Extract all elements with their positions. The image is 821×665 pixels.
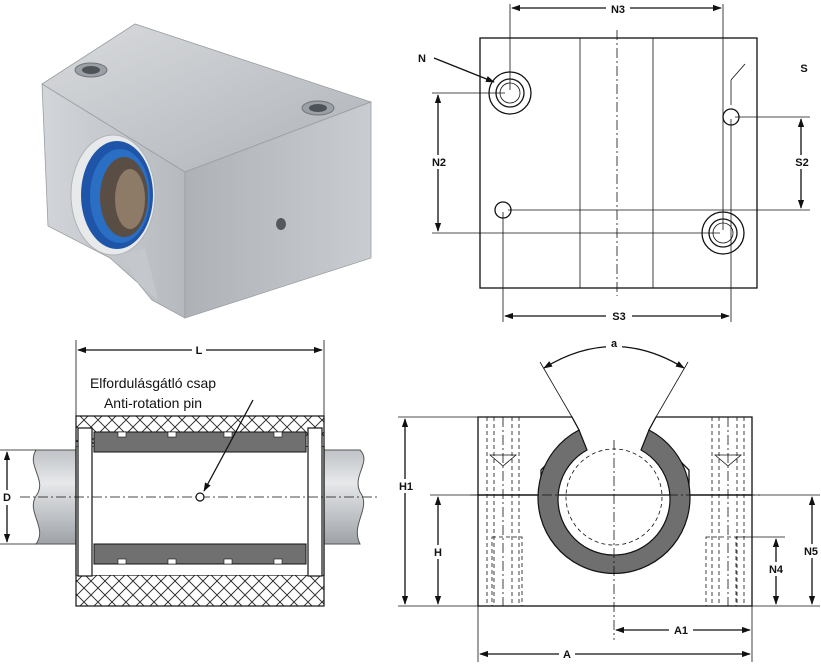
section-view: L D Elfordulásgátló csap Anti-rotation p… [0,340,380,607]
label-H: H [434,547,442,559]
label-N5: N5 [804,546,818,558]
label-N: N [418,53,426,65]
leader-pin [203,399,254,492]
side-hole-icon [276,218,286,230]
bushing-ring [537,429,691,575]
label-pin-en: Anti-rotation pin [104,395,202,411]
seal-left [77,427,93,577]
top-view: N3 N N2 S S2 S3 [418,2,811,323]
top-view-outline [479,37,758,289]
label-S: S [800,63,807,75]
label-D: D [3,492,11,504]
label-N3: N3 [611,4,625,16]
label-S3: S3 [612,311,625,323]
housing-section-bottom [75,574,325,607]
label-N4: N4 [769,564,784,576]
seal-right [307,427,323,577]
label-N2: N2 [432,157,446,169]
drill-point-icon [488,454,518,467]
label-L: L [196,345,203,357]
label-H1: H1 [399,481,413,493]
label-S2: S2 [795,157,808,169]
top-mounting-hole-icon [301,100,335,116]
label-a: a [611,338,618,350]
label-pin-hu: Elfordulásgátló csap [90,375,216,391]
label-A: A [563,649,571,661]
anti-rotation-pin-icon [195,492,205,502]
drill-point-icon [713,454,743,467]
front-view: a H1 H N4 N5 A1 A [395,336,821,662]
product-3d-render [41,23,373,319]
bearing-opening-icon [70,134,158,300]
top-mounting-hole-icon [74,62,108,78]
label-A1: A1 [674,625,688,637]
leader-N [433,57,495,83]
